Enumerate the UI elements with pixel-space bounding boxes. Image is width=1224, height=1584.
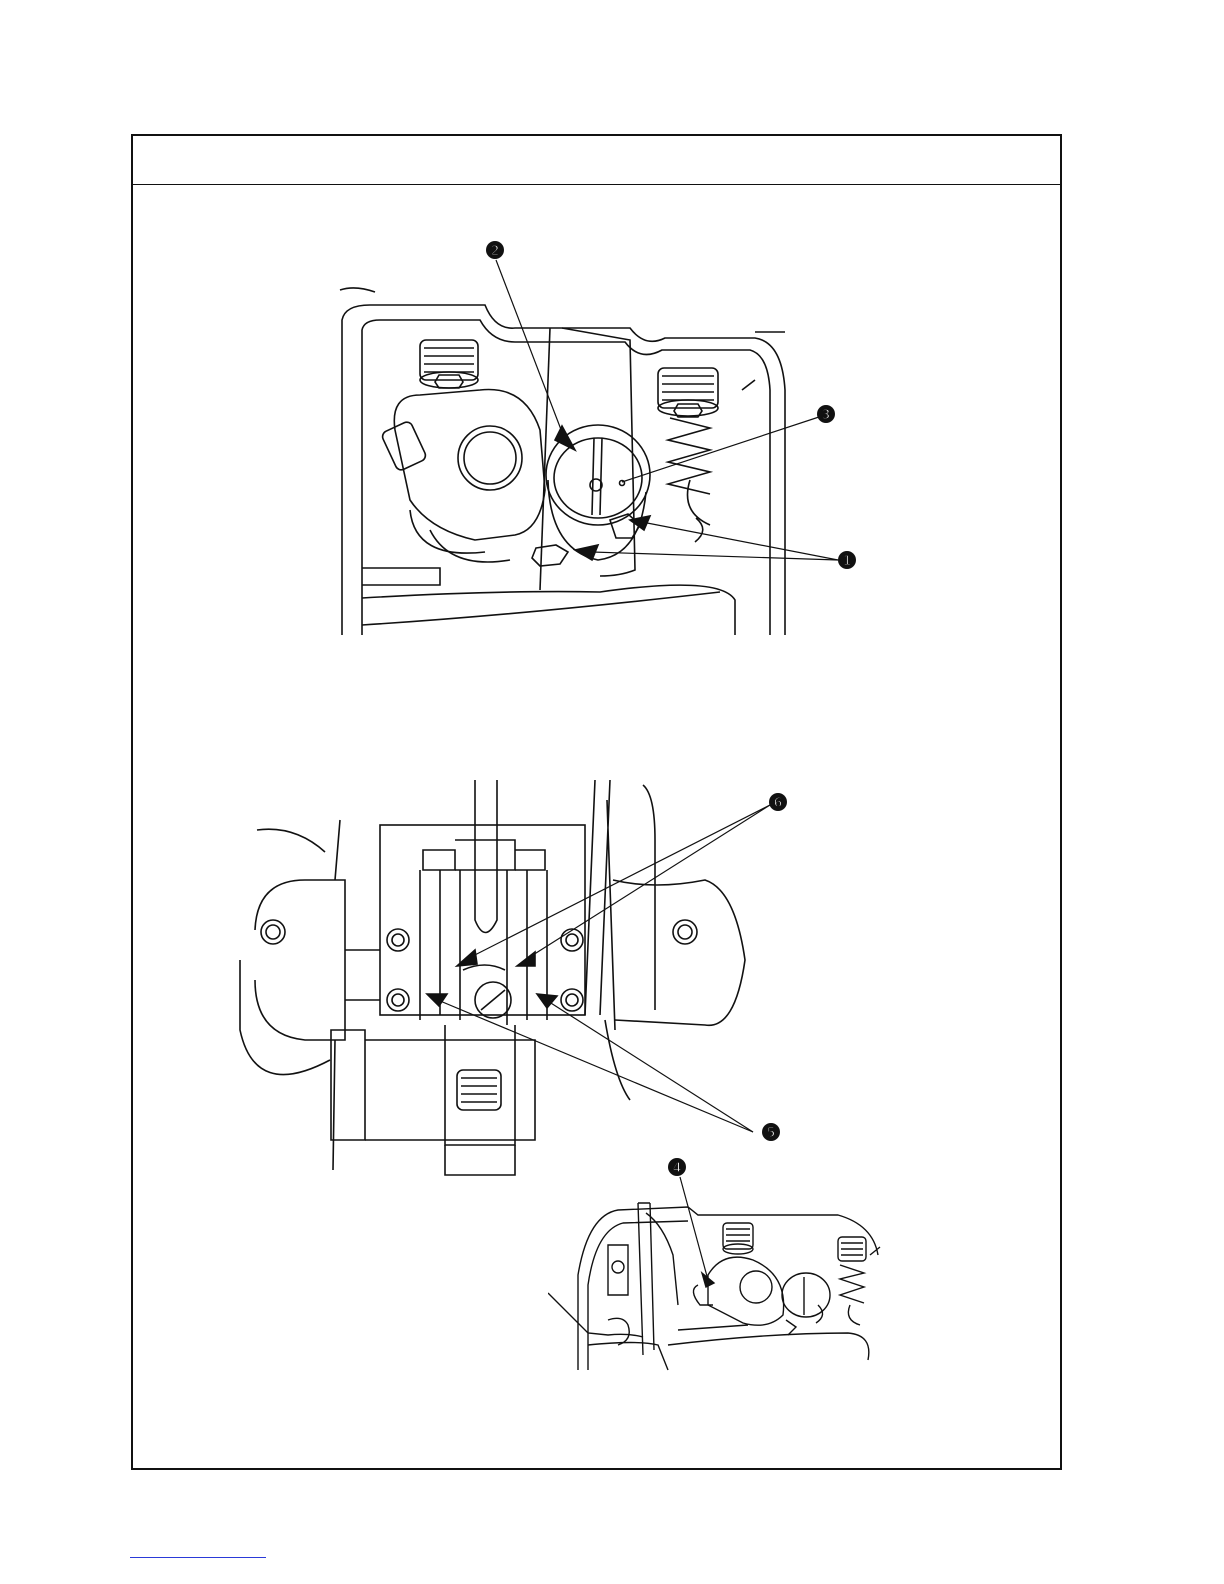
callout-4: 4 [672,1161,681,1176]
header-divider [133,184,1060,185]
callout-3: 3 [821,408,830,423]
figure-middle-mechanism: 6 5 [235,780,795,1180]
figure-bottom-mechanism: 4 [548,1155,888,1375]
callout-6: 6 [773,796,782,811]
figure-top-mechanism: 2 3 1 [300,230,860,645]
callout-5: 5 [766,1126,775,1141]
callout-1: 1 [842,554,851,569]
footer-link-underline[interactable] [130,1557,266,1558]
callout-2: 2 [490,244,499,259]
